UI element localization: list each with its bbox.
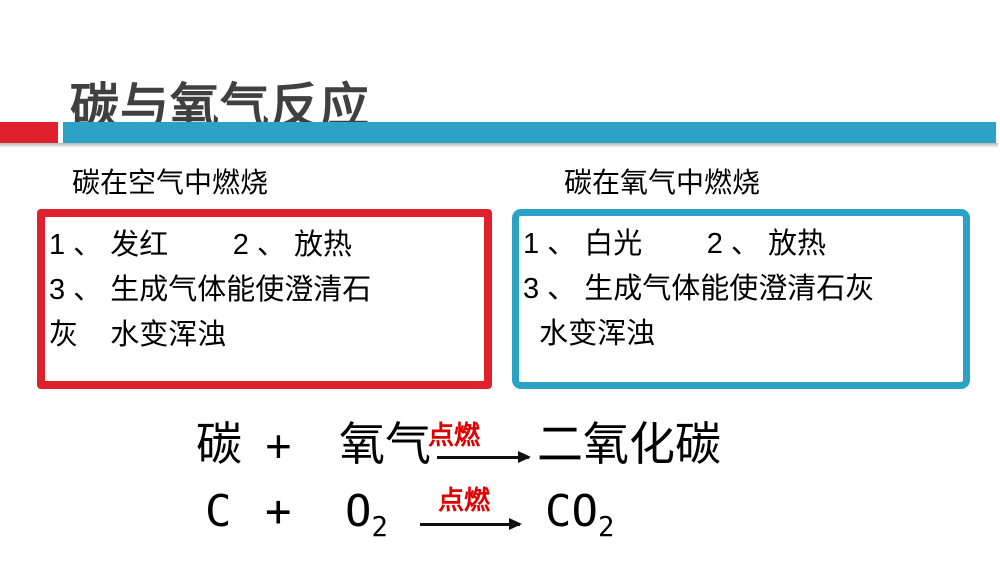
symbol-o2-main: O [345,486,372,537]
symbol-reactant-o2: O2 [345,486,388,541]
divider-shadow [0,143,998,148]
divider-accent-blue [63,122,996,143]
word-reactant-oxygen: 氧气 [339,418,431,470]
symbol-reactant-c: C [205,486,232,537]
symbol-equation: C + O2 点燃 CO2 [0,486,1000,548]
word-reactant-carbon: 碳 [196,418,242,470]
symbol-reaction-condition: 点燃 [438,485,491,515]
symbol-reaction-arrow-icon [420,518,522,530]
word-reaction-condition: 点燃 [428,420,481,450]
word-equation: 碳 + 氧气 点燃 二氧化碳 [0,418,1000,478]
symbol-co2-main: CO [545,486,598,537]
fact-line: 3 、 生成气体能使澄清石灰 [523,273,875,305]
word-plus-sign: + [265,420,292,472]
symbol-co2-subscript: 2 [597,511,615,543]
column-header-air: 碳在空气中燃烧 [72,167,269,198]
symbol-o2-subscript: 2 [371,511,388,543]
fact-line: 灰 水变浑浊 [49,319,227,351]
divider-accent-red [0,122,58,143]
fact-line: 1 、 白光 2 、 放热 [523,228,826,260]
fact-line: 1 、 发红 2 、 放热 [49,229,352,261]
symbol-plus-sign: + [265,486,292,537]
column-header-oxygen: 碳在氧气中燃烧 [564,167,761,198]
fact-line: 水变浑浊 [523,318,656,350]
fact-line: 3 、 生成气体能使澄清石 [49,274,372,306]
title-divider-bar [0,122,1000,148]
word-product-carbon-dioxide: 二氧化碳 [537,418,721,470]
word-reaction-arrow-icon [437,451,531,463]
symbol-product-co2: CO2 [545,486,614,541]
fact-box-air: 1 、 发红 2 、 放热 3 、 生成气体能使澄清石 灰 水变浑浊 [37,209,492,389]
fact-box-oxygen: 1 、 白光 2 、 放热 3 、 生成气体能使澄清石灰 水变浑浊 [512,209,970,389]
